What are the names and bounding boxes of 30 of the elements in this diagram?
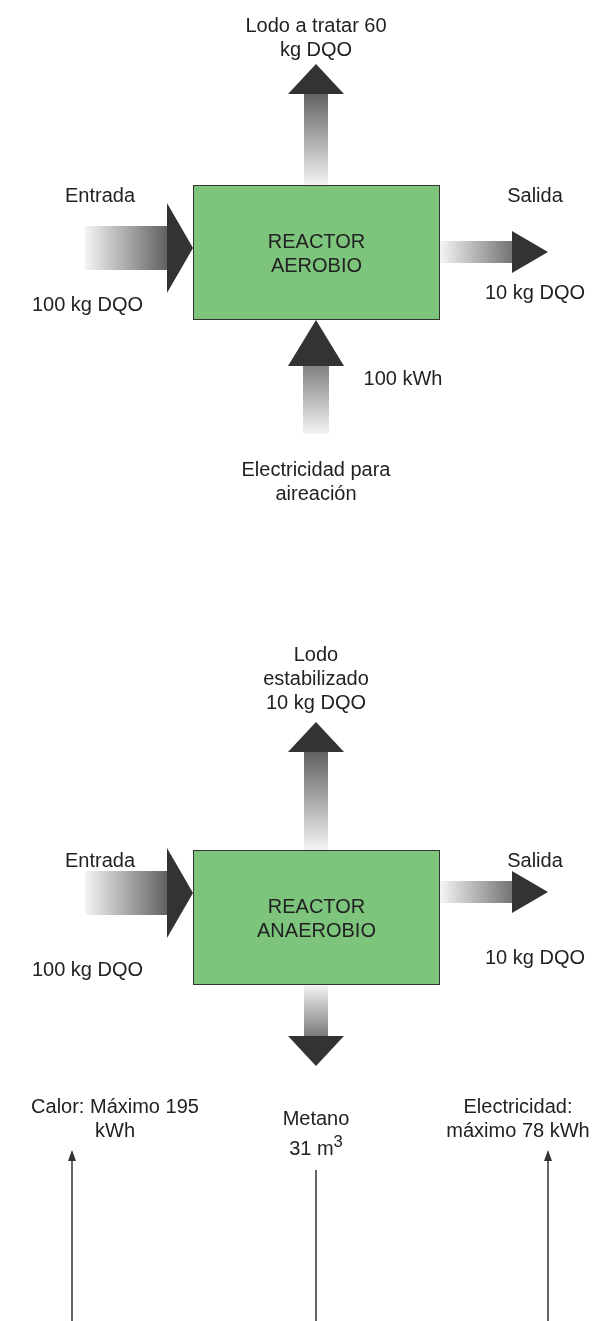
reactor-name: REACTOR ANAEROBIO: [256, 893, 377, 942]
flow-label: 10 kg DQO: [483, 280, 586, 304]
flow-label: 100 kWh: [362, 366, 444, 390]
flow-text: Electricidad para aireación: [240, 457, 392, 505]
flow-text: Calor: Máximo 195 kWh: [30, 1094, 200, 1142]
process-box: [193, 185, 440, 320]
arrow: [544, 1149, 552, 1321]
arrow: [288, 64, 344, 185]
arrow: [288, 985, 344, 1066]
arrow: [288, 722, 344, 850]
flow-label: Salida: [506, 183, 564, 207]
connector-line: [315, 1169, 317, 1321]
flow-label: Salida: [506, 848, 564, 872]
arrow: [85, 848, 193, 938]
flow-text: Lodo a tratar 60 kg DQO: [244, 13, 388, 61]
reactor-name: REACTOR AEROBIO: [266, 228, 367, 277]
flow-label: Entrada: [63, 848, 137, 872]
flow-text: Lodo estabilizado 10 kg DQO: [262, 642, 370, 714]
flow-text: Metano 31 m$^{3}$: [281, 1106, 351, 1160]
process-box: [193, 850, 440, 985]
arrow: [85, 203, 193, 293]
arrow: [288, 320, 344, 434]
flow-label: 100 kg DQO: [30, 957, 145, 981]
flow-label: Entrada: [63, 183, 137, 207]
arrow: [68, 1149, 76, 1321]
arrow: [440, 231, 548, 273]
flow-label: 100 kg DQO: [30, 292, 145, 316]
arrow: [440, 871, 548, 913]
flow-text: Electricidad: máximo 78 kWh: [445, 1094, 591, 1142]
flow-label: 10 kg DQO: [483, 945, 586, 969]
